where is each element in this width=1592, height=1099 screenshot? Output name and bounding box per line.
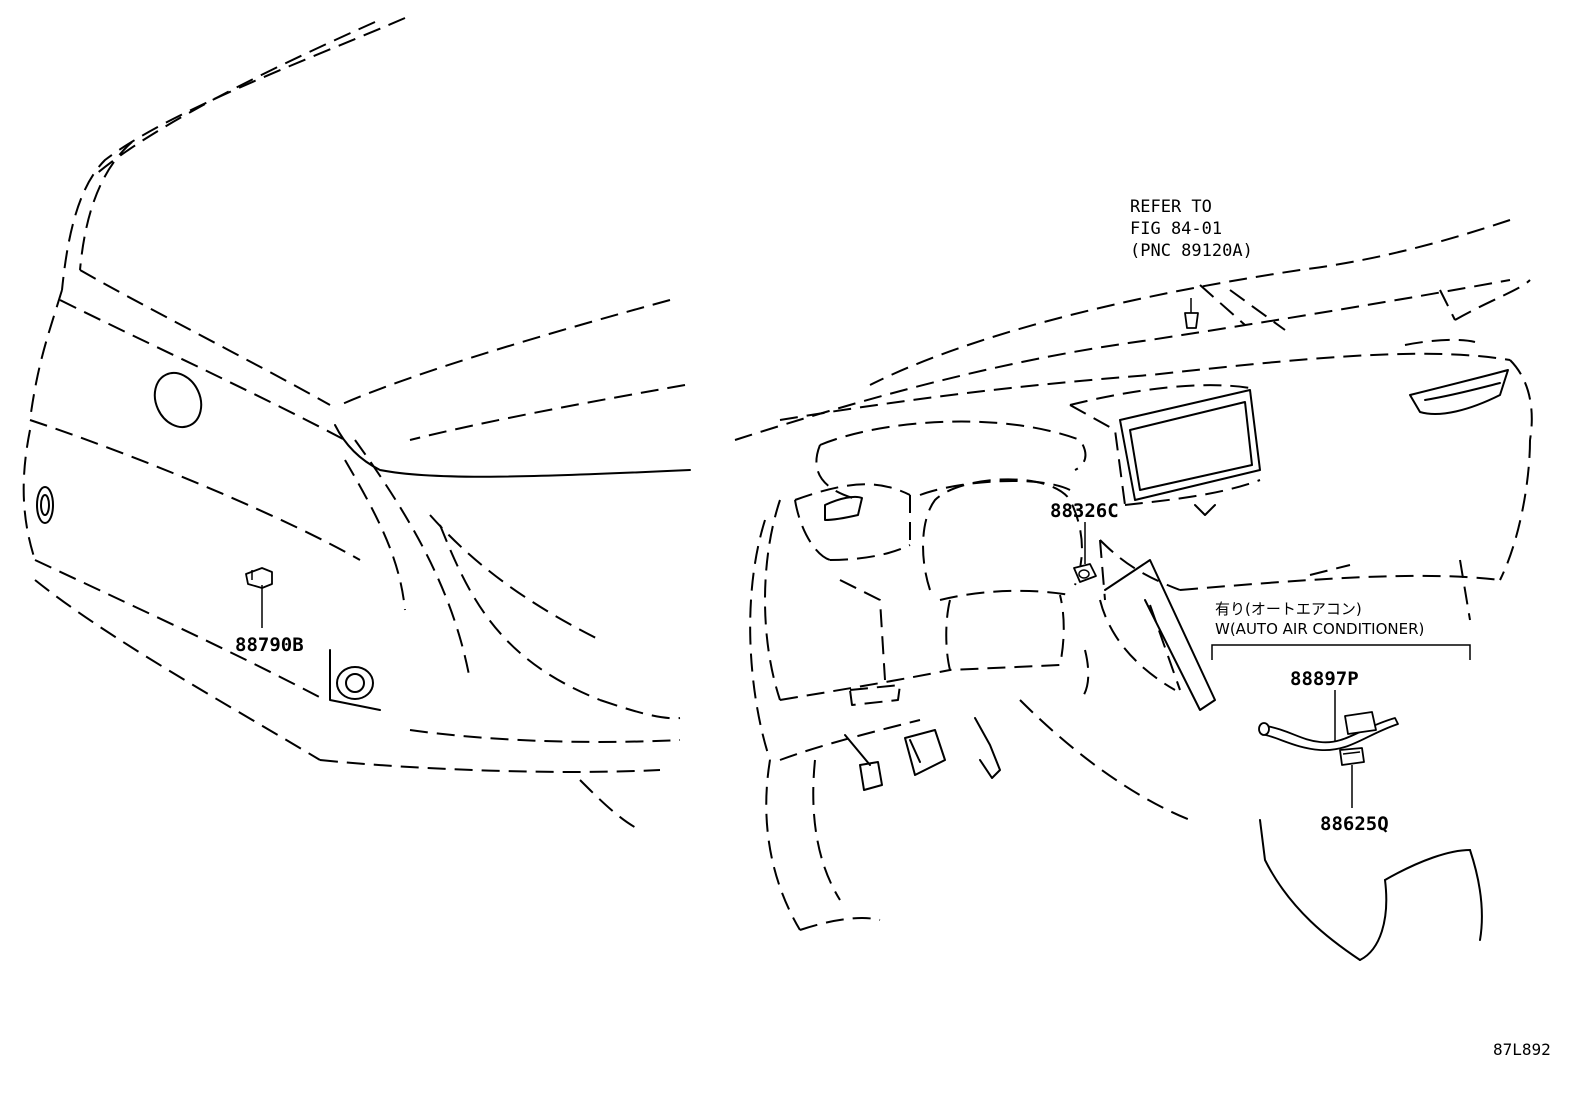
condition-japanese: 有り(オートエアコン) [1215,600,1362,618]
figure-id: 87L892 [1493,1040,1551,1059]
instrument-panel-outline [734,219,1533,961]
sensor-88625q-icon [1339,747,1365,808]
front-vehicle-outline [22,17,691,831]
sensor-88790b-icon [245,567,273,628]
condition-english: W(AUTO AIR CONDITIONER) [1215,620,1424,638]
sensor-89120a-icon [1184,298,1199,329]
reference-note-line2: FIG 84-01 [1130,219,1222,239]
sensor-88326c-icon [1073,522,1097,583]
reference-note-line3: (PNC 89120A) [1130,241,1253,261]
reference-note-line1: REFER TO [1130,197,1212,217]
part-label-88326c: 88326C [1050,500,1119,522]
part-label-88625q: 88625Q [1320,813,1389,835]
part-label-88790b: 88790B [235,634,304,656]
part-label-88897p: 88897P [1290,668,1359,690]
condition-bracket [1211,644,1471,660]
aspirator-88897p-icon [1258,690,1399,751]
